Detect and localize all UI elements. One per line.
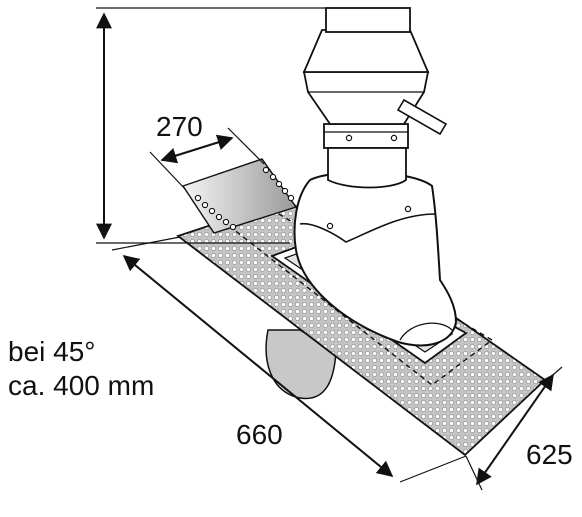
- clamp-tab: [396, 98, 448, 136]
- length-ext-2: [399, 455, 467, 483]
- strip-holes: [194, 166, 295, 231]
- length-dimension-arrow: [122, 254, 394, 478]
- boot-rivet-right: [404, 205, 412, 213]
- upper-cone: [302, 29, 430, 73]
- depth-ext-1: [545, 366, 563, 382]
- length-dimension-label: 660: [236, 419, 283, 450]
- depth-dimension-arrow: [476, 373, 554, 486]
- angle-note: bei 45° ca. 400 mm: [8, 335, 154, 403]
- depth-dimension-label: 625: [526, 439, 573, 470]
- angle-note-line-2: ca. 400 mm: [8, 370, 155, 401]
- top-pipe: [325, 7, 411, 33]
- width-ext-2: [227, 127, 265, 165]
- flashing-top-strip: [181, 158, 298, 234]
- angle-note-line-1: bei 45°: [8, 336, 96, 367]
- pipe-neck: [327, 147, 407, 189]
- width-dimension-arrow: [160, 134, 234, 164]
- width-dimension-label: 270: [156, 111, 203, 142]
- boot-seam: [299, 213, 437, 243]
- clamp-screw-2: [390, 134, 398, 142]
- clamp-screw-1: [345, 134, 353, 142]
- boot-base-curve: [399, 322, 453, 341]
- boot-rivet-left: [326, 222, 334, 230]
- length-ext-1: [111, 236, 181, 251]
- depth-ext-2: [465, 455, 483, 491]
- width-ext-1: [149, 151, 187, 191]
